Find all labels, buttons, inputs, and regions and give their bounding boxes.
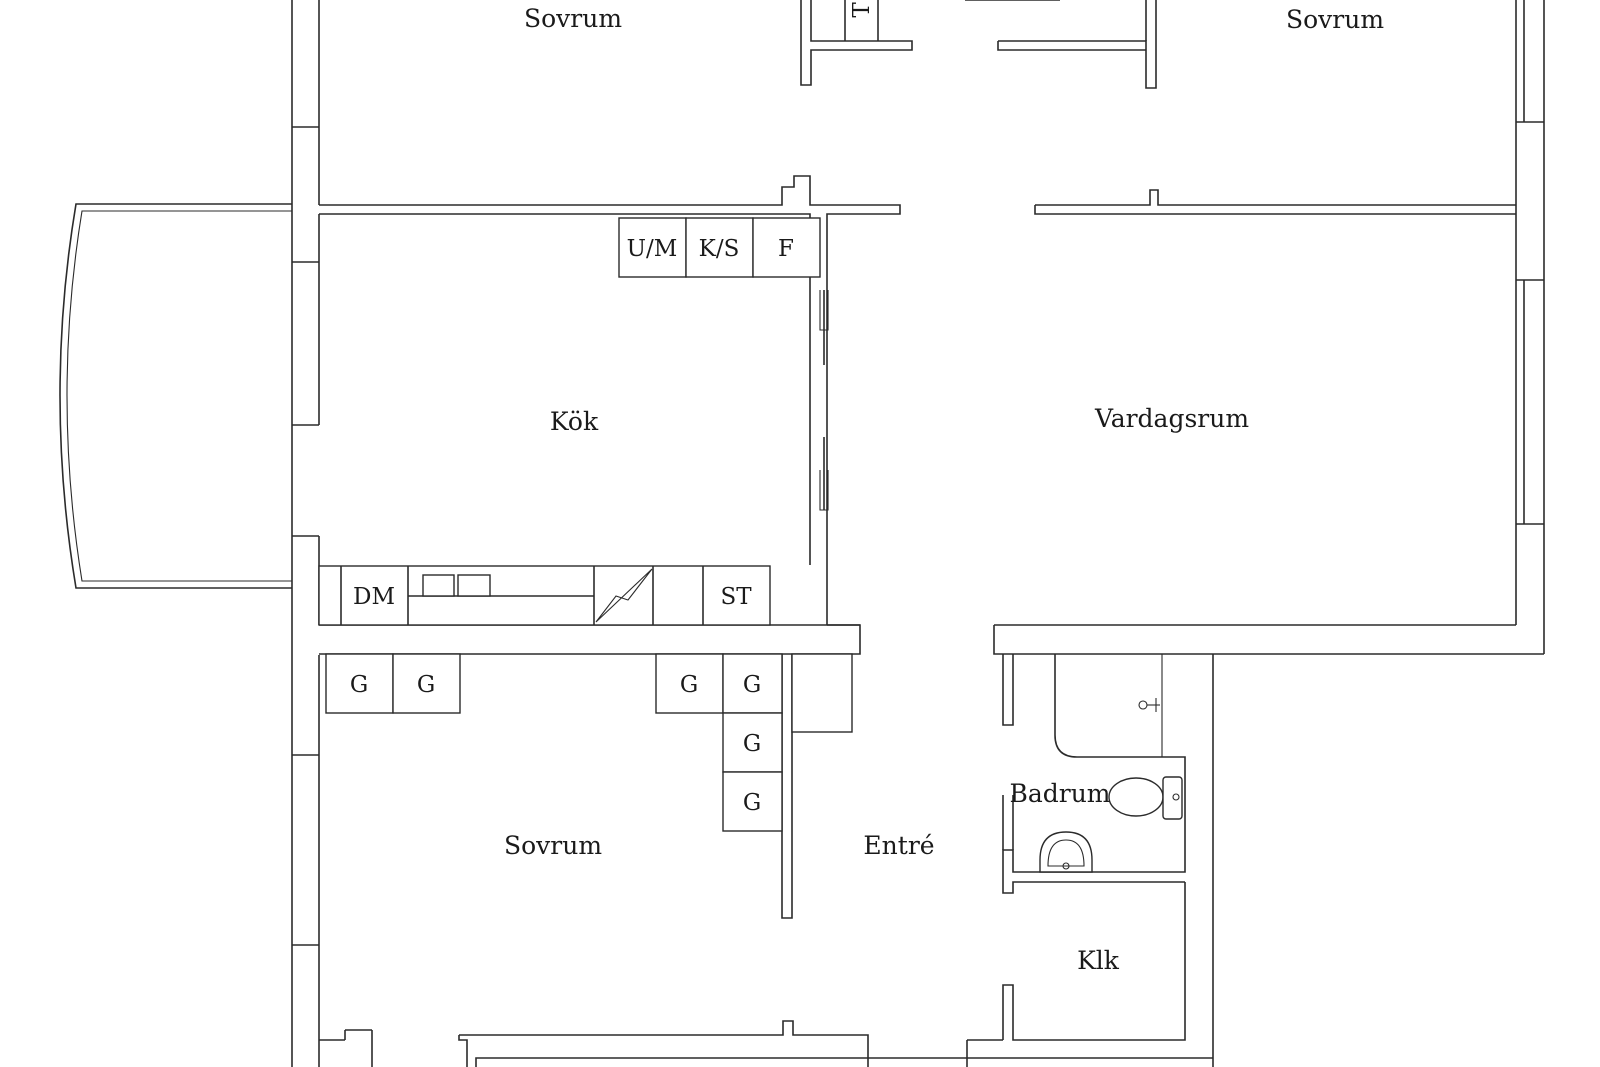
washbasin-icon (1039, 831, 1093, 873)
label-g-5: G (743, 731, 761, 757)
bedroom-closets (325, 653, 783, 832)
label-ks: K/S (699, 236, 740, 262)
interior-walls (319, 0, 1516, 1067)
sink-basin-2 (457, 574, 491, 597)
outer-walls (291, 0, 1545, 1067)
balcony (59, 203, 292, 589)
label-g-3: G (680, 672, 698, 698)
sink-basin-1 (422, 574, 455, 597)
label-t: T (849, 2, 875, 18)
room-label-sovrum-top-right: Sovrum (1286, 5, 1384, 34)
label-g-2: G (417, 672, 435, 698)
room-label-badrum: Badrum (1009, 779, 1110, 808)
label-f: F (778, 236, 794, 262)
label-um: U/M (627, 236, 678, 262)
kitchen-upper-cabinets (618, 217, 821, 278)
toilet-icon (1108, 776, 1183, 820)
label-st: ST (720, 584, 752, 610)
room-label-sovrum-bottom: Sovrum (504, 831, 602, 860)
label-dm: DM (353, 584, 395, 610)
room-label-kok: Kök (550, 407, 599, 436)
label-g-1: G (350, 672, 368, 698)
room-label-sovrum-top-left: Sovrum (524, 4, 622, 33)
kitchen-counter (318, 565, 771, 626)
room-label-vardagsrum: Vardagsrum (1094, 404, 1249, 433)
label-g-6: G (743, 790, 761, 816)
shower-mixer-icon (1138, 698, 1160, 712)
room-label-entre: Entré (863, 831, 934, 860)
stove-symbol (595, 568, 653, 623)
label-g-4: G (743, 672, 761, 698)
room-label-klk: Klk (1077, 946, 1120, 975)
